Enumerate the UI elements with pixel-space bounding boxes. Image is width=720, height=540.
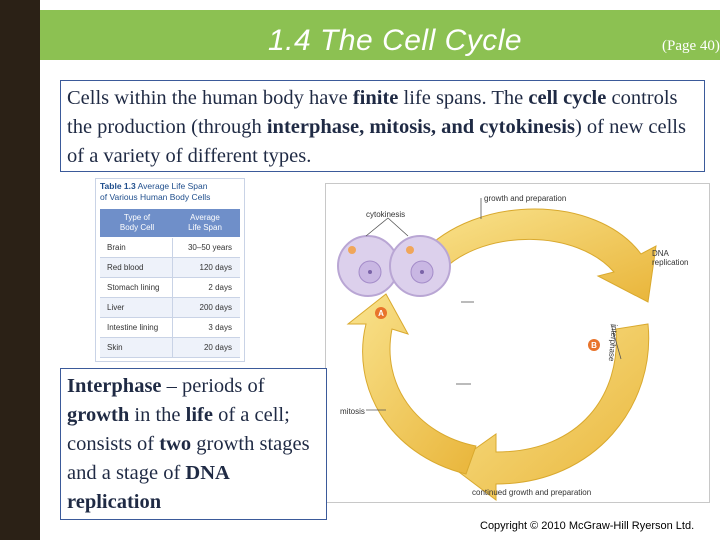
row-cell-type: Intestine lining — [107, 323, 159, 332]
arrow-right-bottom — [450, 323, 650, 502]
def-text: in the — [129, 404, 186, 426]
marker-b — [588, 339, 600, 351]
label-mitosis: mitosis — [340, 407, 365, 416]
interphase-definition-box: Interphase – periods of growth in the li… — [60, 368, 327, 520]
row-life-span: 20 days — [203, 343, 232, 352]
label-interphase: interphase — [607, 324, 619, 363]
intro-text: ) of new cells of a variety of different… — [67, 116, 686, 167]
table-row: Liver 200 days — [100, 298, 240, 318]
slide-title: 1.4 The Cell Cycle — [268, 24, 523, 57]
copyright-notice: Copyright © 2010 McGraw-Hill Ryerson Ltd… — [480, 520, 695, 532]
row-life-span: 3 days — [208, 323, 232, 332]
table-row: Intestine lining 3 days — [100, 318, 240, 338]
arrow-top-right — [420, 208, 657, 303]
row-cell-type: Stomach lining — [107, 283, 160, 292]
label-continued-growth: continued growth and preparation — [472, 488, 591, 497]
table-caption-line2: of Various Human Body Cells — [100, 192, 211, 202]
def-text: of a cell; consists of — [67, 404, 290, 455]
arrow-left-up — [346, 293, 477, 475]
intro-bold: finite — [352, 87, 399, 109]
intro-text: controls the production (through — [67, 87, 678, 138]
row-cell-type: Skin — [107, 343, 123, 352]
intro-text: Cells within the human body have — [67, 87, 353, 109]
intro-text: life spans. The — [398, 87, 529, 109]
row-life-span: 200 days — [199, 303, 232, 312]
intro-bold: cell cycle — [528, 87, 607, 109]
label-dna-line1: DNA — [652, 249, 670, 258]
table-tag: Table 1.3 — [100, 181, 136, 191]
def-text: – periods of — [161, 375, 265, 397]
def-bold: growth — [67, 404, 130, 426]
row-life-span: 30–50 years — [187, 243, 232, 252]
marker-a — [375, 307, 387, 319]
label-dna-line2: replication — [652, 258, 688, 267]
table-row: Stomach lining 2 days — [100, 278, 240, 298]
cell-cycle-svg: A B cytokinesis growth and preparation D… — [337, 194, 688, 502]
intro-text-box: Cells within the human body have finite … — [60, 80, 705, 172]
label-cytokinesis: cytokinesis — [366, 210, 405, 219]
row-life-span: 120 days — [199, 263, 232, 272]
header-col2-line2: Life Span — [188, 223, 222, 232]
marker-a-label: A — [378, 309, 384, 318]
header-col1-line2: Body Cell — [119, 223, 155, 232]
def-bold: life — [185, 404, 213, 426]
page-reference: (Page 40) — [662, 38, 720, 54]
header-col1-line1: Type of — [123, 213, 151, 222]
marker-b-label: B — [591, 341, 597, 350]
row-cell-type: Brain — [107, 243, 126, 252]
left-decor-bar — [0, 0, 40, 540]
table-row: Red blood 120 days — [100, 258, 240, 278]
def-bold: DNA replication — [67, 462, 229, 513]
cell-cycle-diagram: A B cytokinesis growth and preparation D… — [325, 183, 710, 503]
intro-bold: interphase, mitosis, and cytokinesis — [266, 116, 575, 138]
table-row: Skin 20 days — [100, 338, 240, 358]
title-bar: 1.4 The Cell Cycle (Page 40) — [40, 10, 720, 60]
table-row: Brain 30–50 years — [100, 238, 240, 258]
row-cell-type: Liver — [107, 303, 125, 312]
header-col2-line1: Average — [190, 213, 220, 222]
table-caption-line1: Average Life Span — [135, 181, 208, 191]
label-growth-prep: growth and preparation — [484, 194, 566, 203]
row-cell-type: Red blood — [107, 263, 144, 272]
row-life-span: 2 days — [208, 283, 232, 292]
def-text: growth stages and a stage of — [67, 433, 310, 484]
def-bold: two — [159, 433, 192, 455]
def-bold: Interphase — [67, 375, 162, 397]
